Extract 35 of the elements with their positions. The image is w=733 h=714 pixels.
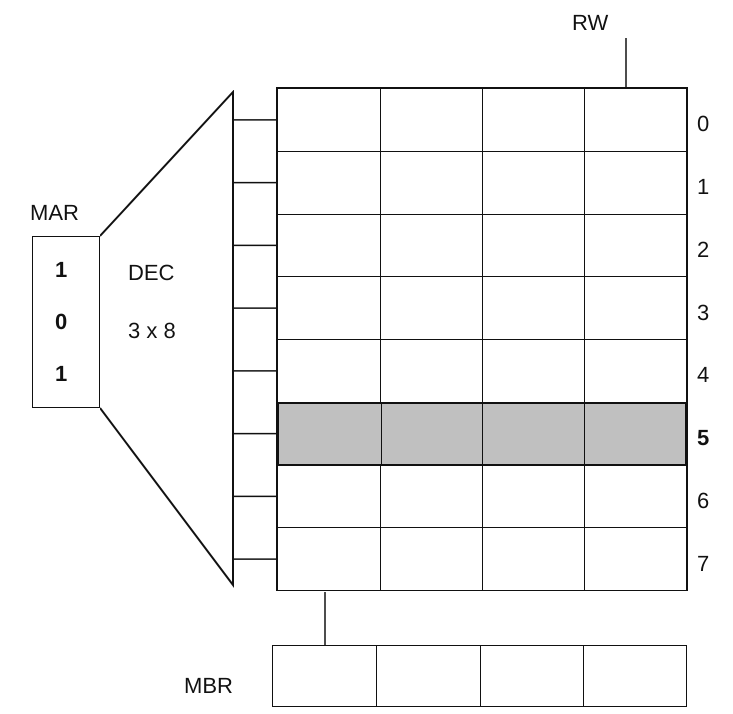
memory-row <box>277 88 687 152</box>
connector-line <box>324 592 326 645</box>
connector-line <box>625 38 627 88</box>
connector-line <box>233 496 277 498</box>
row-number: 3 <box>697 300 710 326</box>
connector-line <box>233 370 277 372</box>
decoder-label: 3 x 8 <box>128 318 176 344</box>
memory-row <box>277 276 687 340</box>
memory-row <box>277 402 687 466</box>
decoder-label: DEC <box>128 260 174 286</box>
row-number: 7 <box>697 550 710 577</box>
row-number: 1 <box>697 174 710 200</box>
connector-line <box>233 558 277 560</box>
row-number: 2 <box>697 236 710 263</box>
register-label: RW <box>572 10 608 35</box>
memory-row <box>277 150 687 214</box>
connector-line <box>233 307 277 309</box>
connector-line <box>233 182 277 184</box>
connector-line <box>233 432 277 434</box>
register-label: MAR <box>30 200 79 226</box>
memory-row <box>277 214 687 278</box>
row-number: 5 <box>697 425 710 452</box>
row-number: 6 <box>697 488 710 514</box>
memory-array <box>277 88 687 590</box>
memory-row <box>277 527 687 591</box>
register-label: MBR <box>184 673 233 699</box>
row-number: 0 <box>697 111 710 138</box>
bit-value: 1 <box>55 361 68 387</box>
memory-row <box>277 464 687 528</box>
bit-value: 1 <box>55 257 68 283</box>
decoder-trapezoid <box>100 90 235 588</box>
bit-value: 0 <box>55 309 68 335</box>
connector-line <box>233 119 277 121</box>
row-number: 4 <box>697 362 710 388</box>
connector-line <box>233 244 277 246</box>
